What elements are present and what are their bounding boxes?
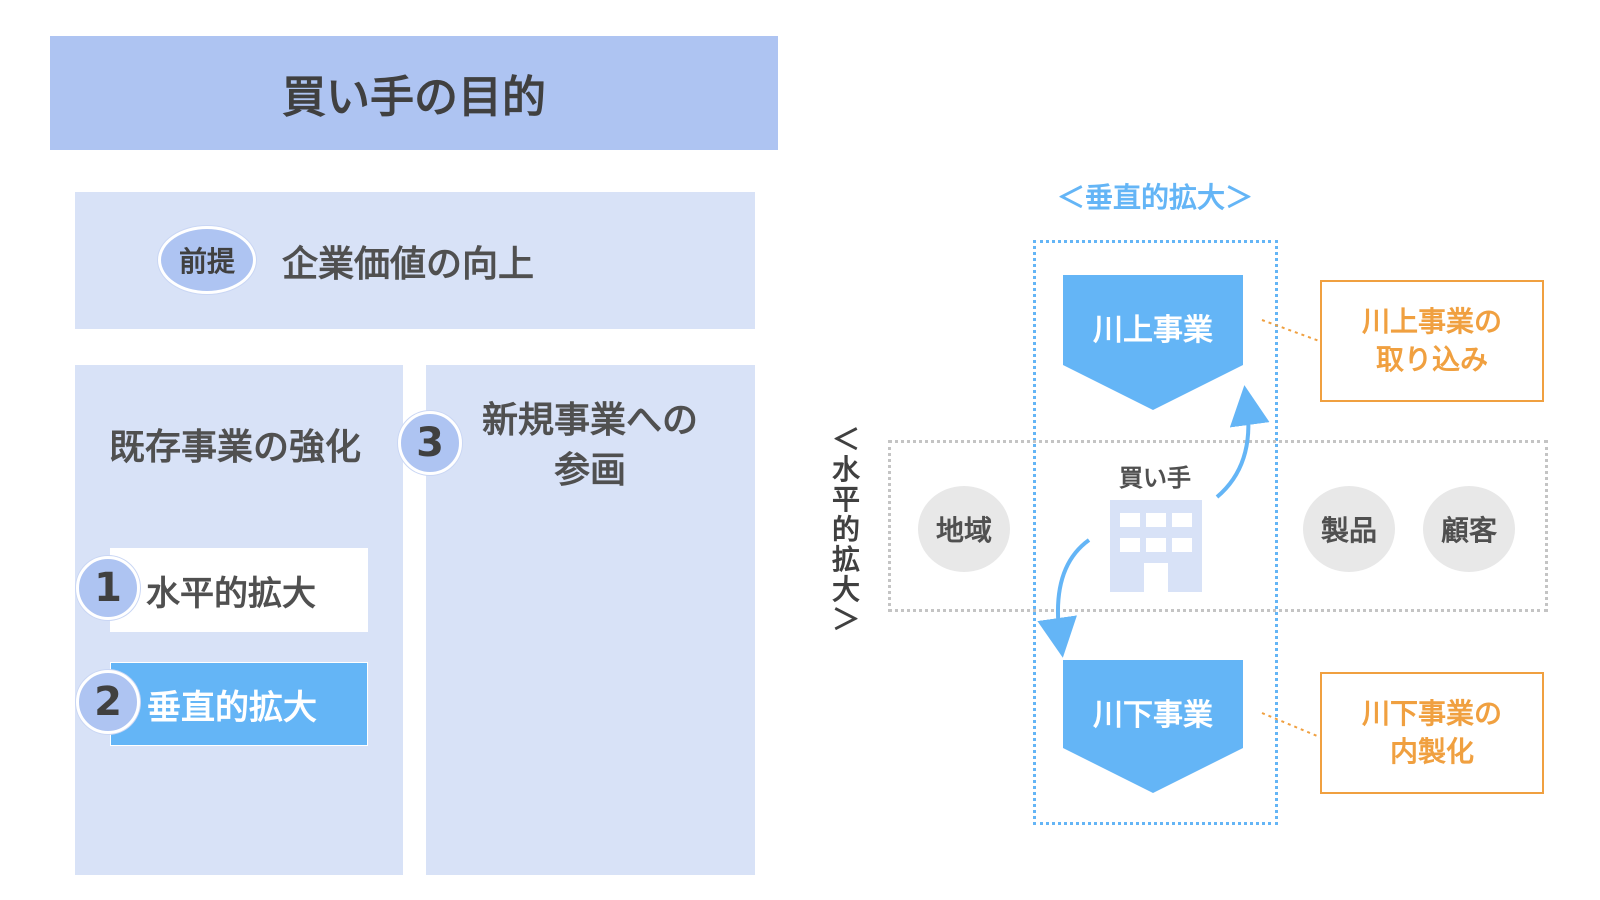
premise-text: 企業価値の向上 [282,244,535,285]
label-char: ＞ [831,603,860,636]
item-label: 垂直的拡大 [147,687,317,728]
horizontal-dotted-frame [888,440,1548,612]
vertical-expansion-label: ＜垂直的拡大＞ [1056,181,1253,214]
page-title: 買い手の目的 [50,36,778,150]
label-char: ＜ [831,423,860,456]
label-char: 水 [831,453,860,486]
label-char: 的 [831,513,860,546]
label-char: 平 [831,483,860,516]
building-icon [1110,500,1202,592]
number-badge-1: 1 [76,556,140,620]
arrow-down-icon [1037,538,1091,658]
label-char: 拡 [831,543,860,576]
new-business-title: 新規事業への参画 [481,400,698,491]
number-badge-2: 2 [76,670,140,734]
downstream-note: 川下事業の 内製化 [1320,672,1544,794]
upstream-connector [1261,319,1323,343]
downstream-connector [1261,712,1323,739]
downstream-label: 川下事業 [1093,698,1213,733]
item-vertical-expansion: 垂直的拡大 [110,662,368,746]
upstream-chevron [1063,275,1243,410]
region-circle: 地域 [918,486,1010,572]
note-line: 川下事業の [1361,697,1502,730]
item-label: 水平的拡大 [146,573,316,614]
product-circle: 製品 [1303,486,1395,572]
customer-circle: 顧客 [1423,486,1515,572]
existing-business-title: 既存事業の強化 [108,427,361,468]
premise-badge: 前提 [158,226,256,294]
horizontal-expansion-label: ＜ 水 平 的 拡 大 ＞ [826,425,866,635]
new-business-column [426,365,755,875]
note-line: 川上事業の [1361,305,1502,338]
item-horizontal-expansion: 水平的拡大 [110,548,368,632]
upstream-note: 川上事業の 取り込み [1320,280,1544,402]
arrow-up-icon [1215,385,1270,499]
label-char: 大 [831,573,860,606]
buyer-label: 買い手 [1119,464,1191,492]
downstream-chevron [1063,660,1243,793]
note-line: 内製化 [1389,735,1474,768]
note-line: 取り込み [1375,343,1488,376]
number-badge-3: 3 [398,411,462,475]
upstream-label: 川上事業 [1093,313,1213,348]
vertical-dotted-frame [1033,240,1278,825]
